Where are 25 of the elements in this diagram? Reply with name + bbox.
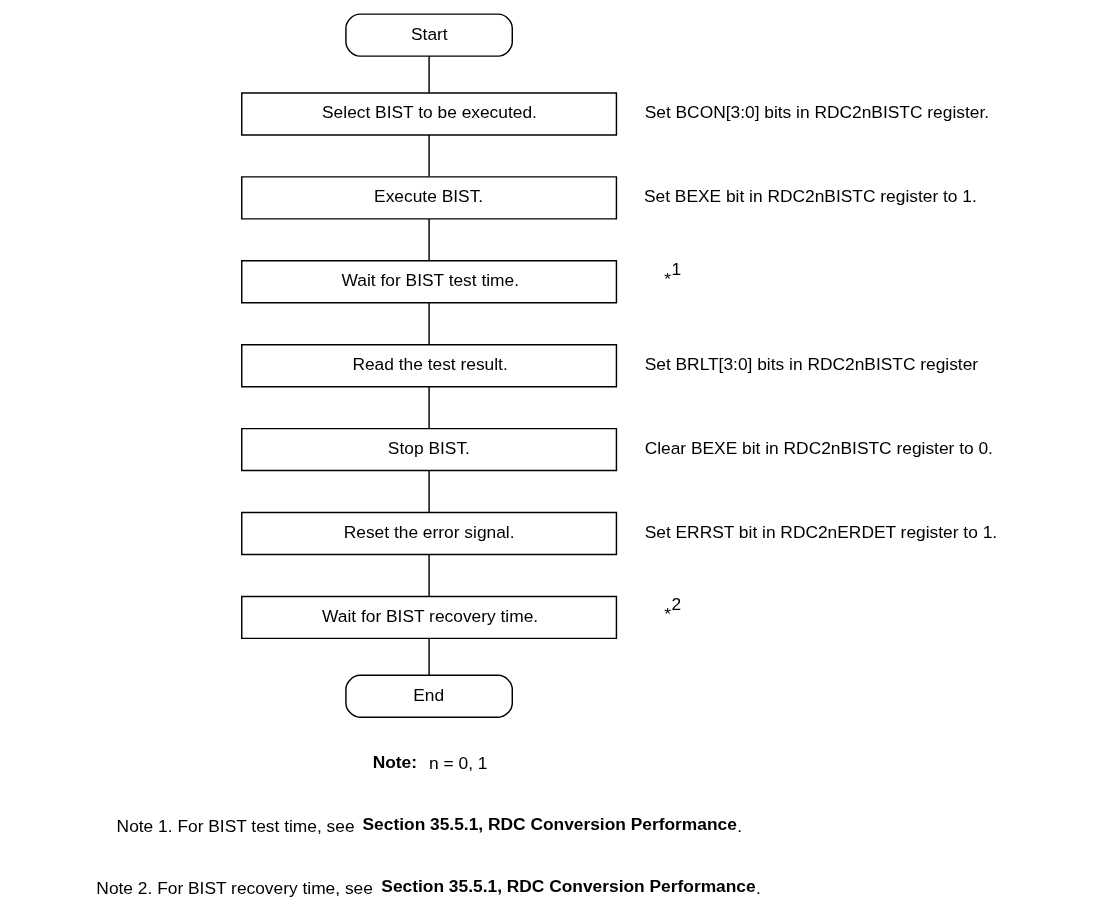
node-box: Stop BIST.: [240, 427, 617, 472]
node-label: Set ERRST bit in RDC2nERDET register to 1.: [644, 521, 997, 542]
connector: [427, 637, 430, 676]
node-box: Execute BIST.: [240, 176, 617, 220]
connector: [427, 469, 430, 513]
connector: [427, 218, 430, 262]
connector: [427, 134, 430, 178]
node-label: Set BRLT[3:0] bits in RDC2nBISTC register: [644, 354, 978, 375]
node-box: Select BIST to be executed.: [240, 92, 617, 136]
node-box: End: [344, 674, 513, 718]
node-box: Wait for BIST test time.: [240, 260, 617, 304]
node-label: Set BEXE bit in RDC2nBISTC register to 1.: [643, 186, 977, 207]
node-box: Read the test result.: [240, 344, 617, 388]
connector: [427, 302, 430, 345]
label: Note 2. For BIST recovery time, see Section 35.5.1, RDC Conversion Performance.: [95, 876, 761, 898]
connector: [427, 55, 430, 94]
node-box: Reset the error signal.: [240, 511, 617, 556]
connector: [427, 553, 430, 597]
node-label: Clear BEXE bit in RDC2nBISTC register to 0.: [644, 438, 993, 459]
node-label: Set BCON[3:0] bits in RDC2nBISTC register.: [644, 102, 989, 123]
label: Note: n = 0, 1: [372, 752, 487, 774]
node-box: Start: [344, 13, 513, 57]
connector: [427, 386, 430, 429]
label: Note 1. For BIST test time, see Section 35.5.1, RDC Conversion Performance.: [116, 814, 742, 836]
node-box: Wait for BIST recovery time.: [240, 595, 617, 640]
